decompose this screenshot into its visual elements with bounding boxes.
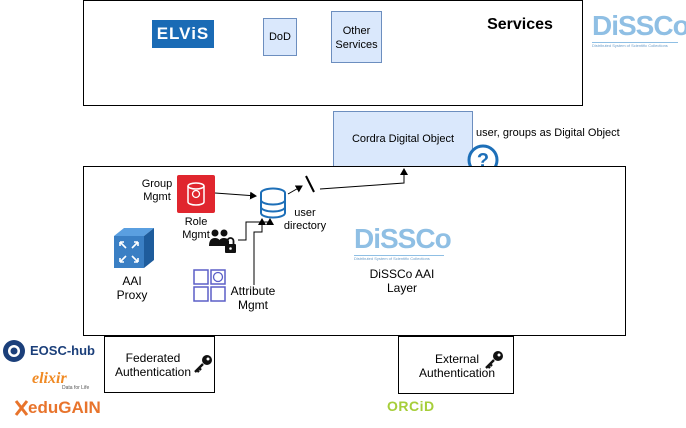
cordra-annotation: user, groups as Digital Object	[476, 127, 620, 139]
other-services-line2: Services	[335, 39, 378, 51]
elixir-text: elixir	[32, 370, 67, 387]
group-mgmt-label: Group Mgmt	[136, 178, 178, 204]
other-services-line1: Other	[342, 25, 371, 37]
eosc-hub-mark-icon	[3, 340, 25, 362]
federated-auth-line1: Federated	[125, 351, 181, 365]
user-directory-line2: directory	[283, 220, 327, 232]
external-auth-line1: External	[434, 352, 480, 366]
federated-auth-line2: Authentication	[114, 365, 192, 379]
aai-layer-box	[83, 166, 626, 336]
dissco-aai-layer-line1: DiSSCo AAI	[369, 267, 435, 281]
attribute-grid-icon	[193, 269, 226, 302]
user-directory-line1: user	[294, 207, 316, 219]
edugain-logo: eduGAIN	[14, 397, 114, 421]
orcid-logo: ORCiD	[387, 398, 435, 414]
dod-label: DoD	[268, 31, 291, 43]
aai-proxy-label: AAI Proxy	[110, 274, 154, 302]
dissco-aai-layer-label: DiSSCo AAI Layer	[362, 267, 442, 295]
role-mgmt-icon	[177, 175, 215, 213]
dissco-logo-layer-subtitle: Distributed System of Scientific Collect…	[354, 255, 444, 262]
user-directory-label: user directory	[282, 207, 328, 233]
role-mgmt-label: Role Mgmt	[178, 216, 214, 242]
edugain-text: eduGAIN	[28, 398, 101, 417]
key-icon-external	[485, 351, 503, 369]
cordra-label: Cordra Digital Object	[351, 133, 455, 145]
dissco-logo-layer: DiSSCo Distributed System of Scientific …	[354, 223, 452, 263]
eosc-hub-logo: EOSC-hub	[2, 339, 95, 363]
dissco-logo-top-subtitle: Distributed System of Scientific Collect…	[592, 42, 678, 49]
eosc-hub-text: EOSC-hub	[30, 343, 95, 358]
elvis-logo: ELViS	[152, 20, 214, 48]
edugain-mark-icon	[14, 400, 29, 416]
aai-proxy-line1: AAI	[122, 274, 142, 288]
cordra-node: Cordra Digital Object	[333, 111, 473, 167]
users-lock-icon	[209, 229, 236, 253]
external-auth-label: External Authentication	[414, 352, 500, 380]
services-title: Services	[487, 16, 553, 33]
dod-node: DoD	[263, 18, 297, 56]
attribute-mgmt-line1: Attribute	[230, 284, 276, 298]
dissco-logo-layer-text: DiSSCo	[354, 223, 452, 254]
other-services-node: Other Services	[331, 11, 382, 63]
attribute-mgmt-line2: Mgmt	[238, 298, 268, 312]
external-auth-line2: Authentication	[418, 366, 496, 380]
elixir-logo: elixir Data for Life	[32, 370, 92, 396]
key-icon-federated	[194, 355, 212, 373]
federated-auth-box	[104, 336, 215, 393]
elixir-tagline: Data for Life	[62, 385, 90, 391]
federated-auth-label: Federated Authentication	[110, 351, 196, 379]
dissco-aai-layer-line2: Layer	[386, 281, 418, 295]
group-mgmt-line1: Group	[141, 178, 173, 190]
aai-proxy-icon	[114, 228, 154, 268]
group-mgmt-line2: Mgmt	[143, 191, 171, 203]
database-icon	[260, 187, 286, 219]
dissco-logo-top-text: DiSSCo	[592, 10, 686, 41]
aai-proxy-line2: Proxy	[116, 288, 148, 302]
external-auth-box	[398, 336, 514, 394]
attribute-mgmt-label: Attribute Mgmt	[226, 284, 280, 312]
role-mgmt-line1: Role	[184, 216, 208, 228]
role-mgmt-line2: Mgmt	[182, 229, 210, 241]
dissco-logo-top: DiSSCo Distributed System of Scientific …	[592, 10, 686, 60]
